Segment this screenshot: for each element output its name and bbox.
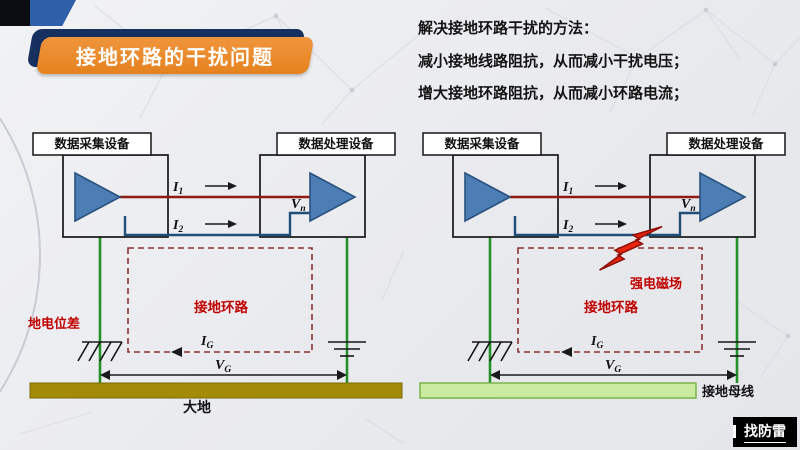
chassis-ground-symbol [718, 341, 756, 357]
title-banner: 接地环路的干扰问题 [26, 29, 316, 75]
earth-label: 大地 [183, 399, 211, 415]
processor-device-label: 数据处理设备 [297, 136, 374, 151]
processor-device-label: 数据处理设备 [687, 136, 764, 151]
i2-arrow-head [228, 220, 237, 228]
processor-device-label-box [666, 132, 786, 156]
return-wire [123, 211, 310, 237]
ground-loop-dashed-outline [517, 247, 703, 353]
vg-arrow-right [727, 370, 737, 380]
source-amplifier [74, 171, 122, 223]
vg-arrow-right [337, 370, 347, 380]
slide-title: 接地环路的干扰问题 [76, 47, 274, 69]
i2-arrow-head [618, 220, 627, 228]
vg-arrow-left [490, 370, 500, 380]
solution-line-2: 增大接地环路阻抗，从而减小环路电流； [418, 85, 689, 102]
ground-potential-difference-label: 地电位差 [28, 316, 80, 331]
current-i1-label: I1 [172, 180, 183, 197]
diagram-ground-loop: 数据采集设备 数据处理设备 I1 I2 Vn IG VG 接地环路 地电位差 大… [28, 132, 403, 415]
ground-bus-bar [419, 382, 697, 399]
current-i1-label: I1 [562, 180, 573, 197]
ground-bus-label: 接地母线 [702, 384, 754, 399]
ground-voltage-label: VG [605, 358, 621, 375]
i1-arrow-head [228, 182, 237, 190]
chassis-ground-symbol [328, 341, 366, 357]
solution-heading: 解决接地环路干扰的方法： [418, 20, 599, 37]
processor-device-label-box [276, 132, 396, 156]
solution-text-block: 解决接地环路干扰的方法： 减小接地线路阻抗，从而减小干扰电压； 增大接地环路阻抗… [418, 20, 793, 117]
ground-current-label: IG [590, 334, 603, 351]
earth-bar [29, 382, 403, 399]
vg-arrow-left [100, 370, 110, 380]
current-i2-label: I2 [172, 218, 183, 235]
watermark-badge: 找防雷 [733, 417, 797, 447]
watermark-accent [733, 425, 736, 438]
lightning-bolt-icon [599, 225, 663, 271]
earth-ground-symbol [77, 341, 123, 362]
noise-voltage-label: Vn [291, 197, 306, 214]
diagram-ground-bus: 数据采集设备 数据处理设备 I1 I2 Vn IG VG 接地环路 强电磁场 接… [419, 132, 786, 399]
noise-voltage-label: Vn [681, 197, 696, 214]
i1-arrow-head [618, 182, 627, 190]
source-device-label: 数据采集设备 [53, 136, 130, 151]
watermark-text: 找防雷 [744, 421, 786, 443]
processor-amplifier [309, 171, 357, 223]
source-device-label: 数据采集设备 [443, 136, 520, 151]
ground-voltage-label: VG [215, 358, 231, 375]
corner-ribbon-blue [30, 0, 76, 26]
source-amplifier [464, 171, 512, 223]
ground-loop-dashed-outline [127, 247, 313, 353]
earth-ground-symbol [467, 341, 513, 362]
emi-field-label: 强电磁场 [630, 276, 682, 291]
solution-line-1: 减小接地线路阻抗，从而减小干扰电压； [418, 53, 689, 70]
current-i2-label: I2 [562, 218, 573, 235]
ground-loop-label: 接地环路 [194, 299, 248, 315]
corner-ribbon-dark [0, 0, 34, 26]
ground-current-label: IG [200, 334, 213, 351]
loop-current-arrow [561, 347, 572, 357]
loop-current-arrow [171, 347, 182, 357]
source-device-label-box [422, 132, 542, 156]
source-device-label-box [32, 132, 152, 156]
ground-loop-label: 接地环路 [584, 299, 638, 315]
processor-amplifier [699, 171, 747, 223]
return-wire [513, 211, 700, 237]
